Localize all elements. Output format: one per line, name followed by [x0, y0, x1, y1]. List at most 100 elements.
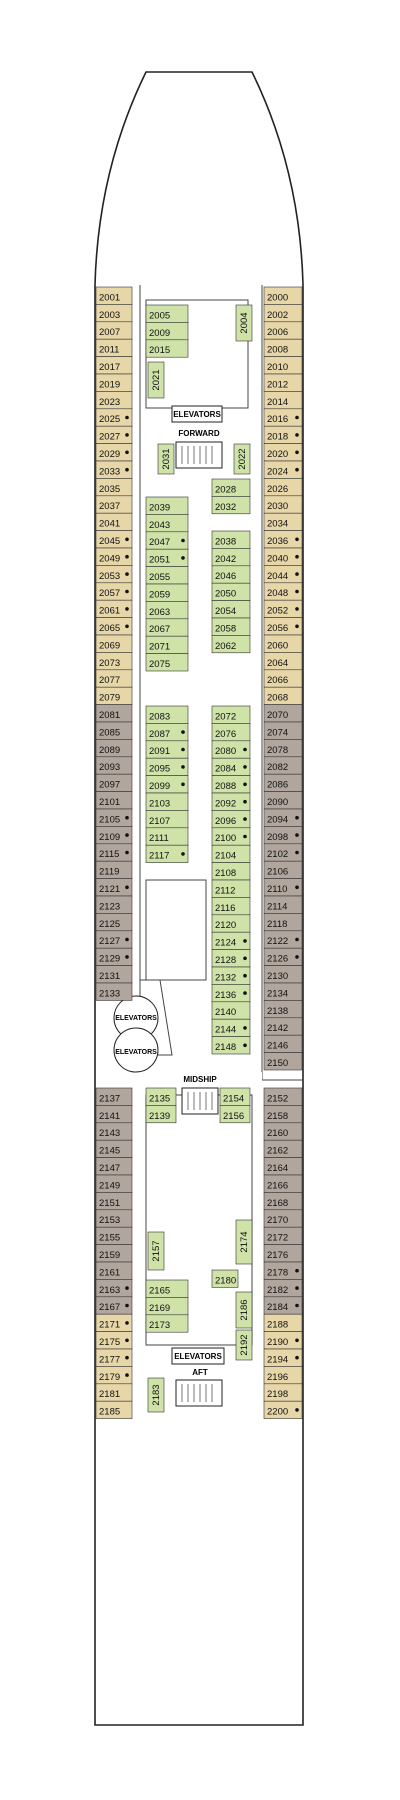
cabin-2102[interactable]: 2102 — [263, 843, 303, 862]
cabin-2185[interactable]: 2185 — [95, 1400, 133, 1419]
cabin-2121[interactable]: 2121 — [95, 878, 133, 897]
cabin-2116[interactable]: 2116 — [211, 897, 251, 916]
cabin-2132[interactable]: 2132 — [211, 966, 251, 985]
cabin-2180[interactable]: 2180 — [211, 1269, 239, 1288]
cabin-2005[interactable]: 2005 — [145, 304, 189, 323]
cabin-2133[interactable]: 2133 — [95, 982, 133, 1001]
cabin-2037[interactable]: 2037 — [95, 495, 133, 514]
cabin-2164[interactable]: 2164 — [263, 1157, 303, 1176]
cabin-2053[interactable]: 2053 — [95, 565, 133, 584]
cabin-2014[interactable]: 2014 — [263, 391, 303, 410]
cabin-2127[interactable]: 2127 — [95, 930, 133, 949]
cabin-2060[interactable]: 2060 — [263, 634, 303, 653]
cabin-2093[interactable]: 2093 — [95, 756, 133, 775]
cabin-2181[interactable]: 2181 — [95, 1383, 133, 1402]
cabin-2058[interactable]: 2058 — [211, 617, 251, 636]
cabin-2062[interactable]: 2062 — [211, 635, 251, 654]
cabin-2065[interactable]: 2065 — [95, 617, 133, 636]
cabin-2067[interactable]: 2067 — [145, 618, 189, 637]
cabin-2200[interactable]: 2200 — [263, 1400, 303, 1419]
cabin-2026[interactable]: 2026 — [263, 478, 303, 497]
cabin-2110[interactable]: 2110 — [263, 878, 303, 897]
cabin-2158[interactable]: 2158 — [263, 1105, 303, 1124]
cabin-2086[interactable]: 2086 — [263, 773, 303, 792]
cabin-2172[interactable]: 2172 — [263, 1226, 303, 1245]
cabin-2192[interactable]: 2192 — [235, 1329, 253, 1361]
cabin-2142[interactable]: 2142 — [263, 1017, 303, 1036]
cabin-2002[interactable]: 2002 — [263, 304, 303, 323]
cabin-2106[interactable]: 2106 — [263, 860, 303, 879]
cabin-2149[interactable]: 2149 — [95, 1174, 133, 1193]
cabin-2064[interactable]: 2064 — [263, 652, 303, 671]
cabin-2078[interactable]: 2078 — [263, 739, 303, 758]
cabin-2059[interactable]: 2059 — [145, 583, 189, 602]
cabin-2075[interactable]: 2075 — [145, 653, 189, 672]
cabin-2190[interactable]: 2190 — [263, 1331, 303, 1350]
cabin-2000[interactable]: 2000 — [263, 286, 303, 305]
cabin-2108[interactable]: 2108 — [211, 862, 251, 881]
cabin-2015[interactable]: 2015 — [145, 339, 189, 358]
cabin-2198[interactable]: 2198 — [263, 1383, 303, 1402]
cabin-2166[interactable]: 2166 — [263, 1174, 303, 1193]
cabin-2138[interactable]: 2138 — [263, 1000, 303, 1019]
cabin-2156[interactable]: 2156 — [219, 1105, 251, 1124]
cabin-2006[interactable]: 2006 — [263, 321, 303, 340]
cabin-2025[interactable]: 2025 — [95, 408, 133, 427]
cabin-2159[interactable]: 2159 — [95, 1244, 133, 1263]
cabin-2039[interactable]: 2039 — [145, 496, 189, 515]
cabin-2071[interactable]: 2071 — [145, 635, 189, 654]
cabin-2179[interactable]: 2179 — [95, 1366, 133, 1385]
cabin-2128[interactable]: 2128 — [211, 949, 251, 968]
cabin-2141[interactable]: 2141 — [95, 1105, 133, 1124]
cabin-2080[interactable]: 2080 — [211, 740, 251, 759]
cabin-2162[interactable]: 2162 — [263, 1139, 303, 1158]
cabin-2163[interactable]: 2163 — [95, 1279, 133, 1298]
cabin-2061[interactable]: 2061 — [95, 599, 133, 618]
cabin-2152[interactable]: 2152 — [263, 1087, 303, 1106]
cabin-2095[interactable]: 2095 — [145, 757, 189, 776]
cabin-2099[interactable]: 2099 — [145, 775, 189, 794]
cabin-2101[interactable]: 2101 — [95, 791, 133, 810]
cabin-2182[interactable]: 2182 — [263, 1279, 303, 1298]
cabin-2089[interactable]: 2089 — [95, 739, 133, 758]
cabin-2047[interactable]: 2047 — [145, 531, 189, 550]
cabin-2135[interactable]: 2135 — [145, 1087, 177, 1106]
cabin-2052[interactable]: 2052 — [263, 599, 303, 618]
cabin-2035[interactable]: 2035 — [95, 478, 133, 497]
cabin-2151[interactable]: 2151 — [95, 1192, 133, 1211]
cabin-2143[interactable]: 2143 — [95, 1122, 133, 1141]
cabin-2068[interactable]: 2068 — [263, 686, 303, 705]
cabin-2154[interactable]: 2154 — [219, 1087, 251, 1106]
cabin-2020[interactable]: 2020 — [263, 443, 303, 462]
cabin-2066[interactable]: 2066 — [263, 669, 303, 688]
cabin-2183[interactable]: 2183 — [147, 1377, 165, 1413]
cabin-2092[interactable]: 2092 — [211, 792, 251, 811]
cabin-2044[interactable]: 2044 — [263, 565, 303, 584]
cabin-2054[interactable]: 2054 — [211, 600, 251, 619]
cabin-2165[interactable]: 2165 — [145, 1279, 189, 1298]
cabin-2004[interactable]: 2004 — [235, 304, 253, 342]
cabin-2046[interactable]: 2046 — [211, 565, 251, 584]
cabin-2012[interactable]: 2012 — [263, 373, 303, 392]
cabin-2144[interactable]: 2144 — [211, 1018, 251, 1037]
cabin-2174[interactable]: 2174 — [235, 1219, 253, 1265]
cabin-2097[interactable]: 2097 — [95, 773, 133, 792]
cabin-2105[interactable]: 2105 — [95, 808, 133, 827]
cabin-2104[interactable]: 2104 — [211, 844, 251, 863]
cabin-2176[interactable]: 2176 — [263, 1244, 303, 1263]
cabin-2001[interactable]: 2001 — [95, 286, 133, 305]
cabin-2177[interactable]: 2177 — [95, 1348, 133, 1367]
cabin-2036[interactable]: 2036 — [263, 530, 303, 549]
cabin-2167[interactable]: 2167 — [95, 1296, 133, 1315]
cabin-2016[interactable]: 2016 — [263, 408, 303, 427]
cabin-2145[interactable]: 2145 — [95, 1139, 133, 1158]
cabin-2194[interactable]: 2194 — [263, 1348, 303, 1367]
cabin-2126[interactable]: 2126 — [263, 947, 303, 966]
cabin-2122[interactable]: 2122 — [263, 930, 303, 949]
cabin-2170[interactable]: 2170 — [263, 1209, 303, 1228]
cabin-2168[interactable]: 2168 — [263, 1192, 303, 1211]
cabin-2124[interactable]: 2124 — [211, 931, 251, 950]
cabin-2196[interactable]: 2196 — [263, 1366, 303, 1385]
cabin-2155[interactable]: 2155 — [95, 1226, 133, 1245]
cabin-2031[interactable]: 2031 — [157, 443, 175, 475]
